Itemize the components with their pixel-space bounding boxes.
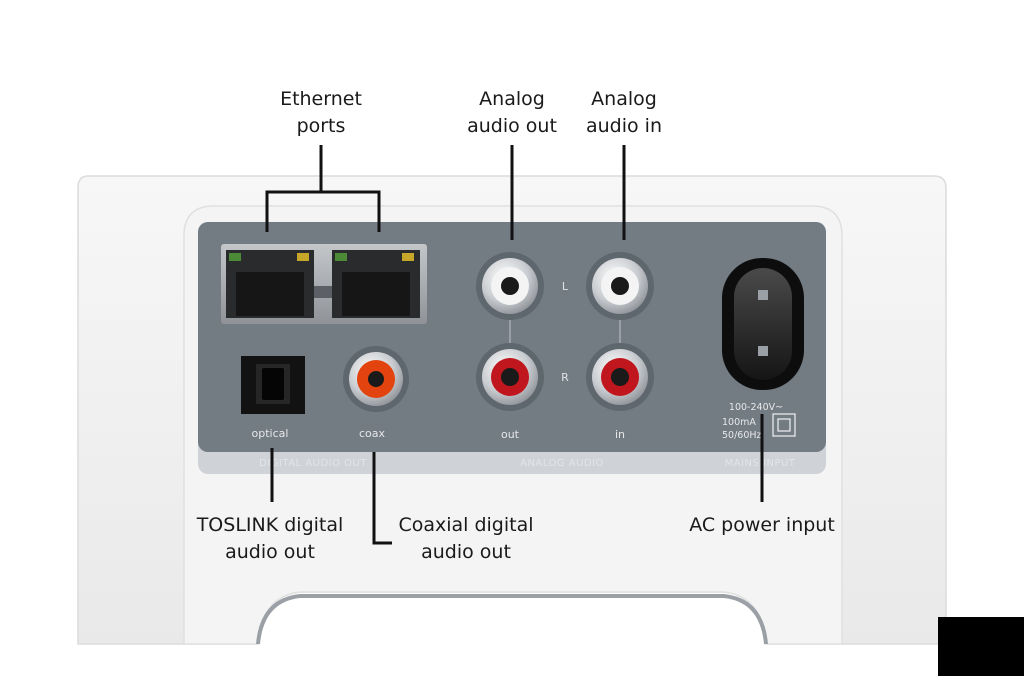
port-label-out: out bbox=[501, 428, 520, 441]
callout-ac-power-line1: AC power input bbox=[689, 514, 835, 536]
callout-analog-in-line2: audio in bbox=[585, 115, 662, 137]
callout-toslink-digital-audio-out: TOSLINK digital audio out bbox=[180, 512, 360, 566]
section-label-digital: DIGITAL AUDIO OUT bbox=[259, 458, 367, 469]
power-spec-current: 100mA bbox=[722, 417, 756, 428]
leader-ethernet bbox=[265, 190, 381, 232]
callout-analog-out-line2: audio out bbox=[467, 115, 557, 137]
callout-ethernet-ports: Ethernet ports bbox=[253, 86, 389, 140]
leader-coaxial bbox=[372, 452, 392, 545]
callout-analog-out-line1: Analog bbox=[479, 88, 545, 110]
corner-block bbox=[938, 617, 1024, 676]
callout-coaxial-line2: audio out bbox=[421, 541, 511, 563]
analog-in-ports: in bbox=[586, 252, 654, 441]
power-spec-frequency: 50/60Hz bbox=[722, 430, 762, 441]
callout-toslink-line1: TOSLINK digital bbox=[196, 514, 344, 536]
callout-ethernet-line2: ports bbox=[296, 115, 346, 137]
callout-ethernet-line1: Ethernet bbox=[280, 88, 362, 110]
port-label-optical: optical bbox=[252, 427, 289, 440]
callout-toslink-line2: audio out bbox=[225, 541, 315, 563]
callout-coaxial-digital-audio-out: Coaxial digital audio out bbox=[380, 512, 552, 566]
leader-lines bbox=[265, 145, 764, 545]
channel-label-left: L bbox=[562, 280, 569, 293]
callout-coaxial-line1: Coaxial digital bbox=[398, 514, 534, 536]
optical-port: optical bbox=[241, 356, 305, 440]
port-label-coax: coax bbox=[359, 427, 386, 440]
callout-ac-power-input: AC power input bbox=[672, 512, 852, 539]
section-label-mains: MAINS INPUT bbox=[725, 458, 796, 469]
coax-port: coax bbox=[343, 346, 409, 440]
channel-label-right: R bbox=[561, 371, 569, 384]
ethernet-ports bbox=[221, 244, 427, 324]
callout-analog-in-line1: Analog bbox=[591, 88, 657, 110]
analog-out-ports: out bbox=[476, 252, 544, 441]
callout-analog-audio-out: Analog audio out bbox=[444, 86, 580, 140]
power-spec-voltage: 100-240V~ bbox=[729, 402, 783, 413]
callout-analog-audio-in: Analog audio in bbox=[556, 86, 692, 140]
section-label-analog: ANALOG AUDIO bbox=[520, 458, 604, 469]
port-label-in: in bbox=[615, 428, 625, 441]
ac-power-inlet: 100-240V~ 100mA 50/60Hz bbox=[722, 258, 804, 441]
